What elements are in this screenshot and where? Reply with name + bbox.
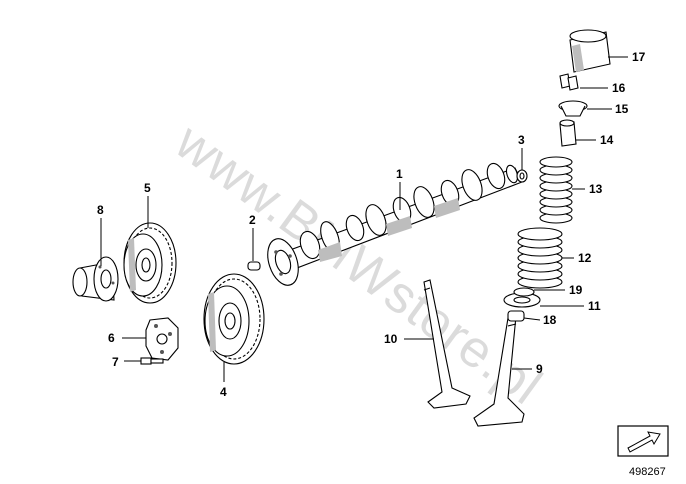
callout-11: 11 xyxy=(588,299,601,313)
watermark-text: www.BMWstore.pl xyxy=(164,112,552,416)
callout-10: 10 xyxy=(384,332,398,346)
callout-4: 4 xyxy=(220,385,227,399)
hex-bolt xyxy=(140,357,164,365)
part-callouts: 1 2 3 4 5 6 7 8 9 10 11 12 13 14 15 16 1… xyxy=(97,50,646,399)
camshaft xyxy=(267,162,523,286)
callout-1: 1 xyxy=(396,167,403,181)
callout-3: 3 xyxy=(518,133,525,147)
dowel-pin xyxy=(247,261,261,271)
callout-13: 13 xyxy=(589,182,603,196)
callout-15: 15 xyxy=(615,102,629,116)
callout-16: 16 xyxy=(612,81,626,95)
upper-sprocket xyxy=(123,222,177,304)
intake-valve xyxy=(423,279,471,409)
flange-hub xyxy=(72,256,119,302)
callout-5: 5 xyxy=(144,181,151,195)
inner-seat xyxy=(513,287,535,297)
callout-12: 12 xyxy=(578,251,592,265)
callout-6: 6 xyxy=(108,331,115,345)
callout-8: 8 xyxy=(97,203,104,217)
outer-valve-spring xyxy=(517,227,563,289)
diagram-reference-number: 498267 xyxy=(629,466,666,478)
exhaust-valve xyxy=(473,315,525,427)
spring-retainer xyxy=(558,100,588,117)
callout-14: 14 xyxy=(600,133,614,147)
sealing-plug xyxy=(516,169,528,183)
lock-plate xyxy=(145,317,179,361)
valve-stem-seal xyxy=(507,310,525,322)
lower-sprocket xyxy=(203,273,265,365)
valve-keepers xyxy=(559,73,579,91)
callout-9: 9 xyxy=(536,362,543,376)
inner-valve-spring xyxy=(539,156,573,224)
guide-sleeve xyxy=(559,119,577,147)
callout-19: 19 xyxy=(569,283,583,297)
callout-7: 7 xyxy=(112,355,119,369)
callout-2: 2 xyxy=(249,213,256,227)
leader-lines xyxy=(100,56,628,382)
arrow-box-icon xyxy=(617,425,669,457)
bucket-tappet xyxy=(569,29,611,73)
callout-18: 18 xyxy=(543,313,557,327)
callout-17: 17 xyxy=(632,50,646,64)
